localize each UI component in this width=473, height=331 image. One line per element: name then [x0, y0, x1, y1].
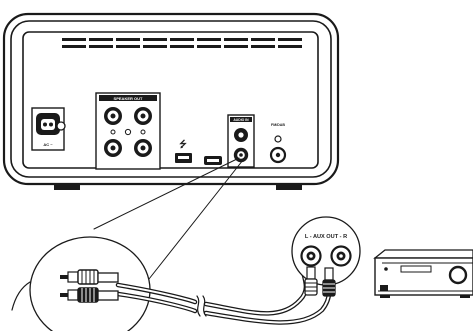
aux-plug-left [305, 267, 317, 295]
amplifier-display [401, 266, 431, 272]
aux-out-label: L - AUX OUT - R [305, 234, 347, 240]
aux-out-jack-left [302, 247, 321, 266]
amplifier-box [375, 250, 473, 298]
speaker-out-label: SPEAKER OUT [114, 96, 143, 101]
aux-plug-right [323, 268, 335, 296]
unit-foot-left [54, 184, 80, 190]
amplifier-button [380, 285, 388, 291]
speaker-terminal-1 [104, 107, 122, 125]
usb-icon: ⭍ [179, 139, 187, 149]
rear-panel [23, 32, 318, 168]
audio-in-panel: AUDIO IN [228, 115, 254, 167]
speaker-out-panel: SPEAKER OUT [96, 93, 160, 169]
external-amplifier: L - AUX OUT - R [292, 217, 473, 298]
speaker-terminal-4 [134, 139, 152, 157]
main-unit: AC ~ SPEAKER OUT [4, 14, 338, 190]
amplifier-volume-knob [450, 267, 466, 283]
ac-power-socket: AC ~ [32, 108, 65, 150]
fm-label: FM/DAB [271, 123, 285, 127]
unit-foot-right [276, 184, 302, 190]
service-port [204, 156, 222, 165]
audio-in-jack-left [234, 128, 248, 142]
speaker-terminal-3 [104, 139, 122, 157]
speaker-terminal-2 [134, 107, 152, 125]
ac-label: AC ~ [43, 142, 53, 147]
aux-out-jack-right [332, 247, 351, 266]
ac-socket-screw-icon [57, 122, 65, 130]
amplifier-power-led [384, 267, 388, 271]
audio-in-label: AUDIO IN [233, 118, 249, 122]
